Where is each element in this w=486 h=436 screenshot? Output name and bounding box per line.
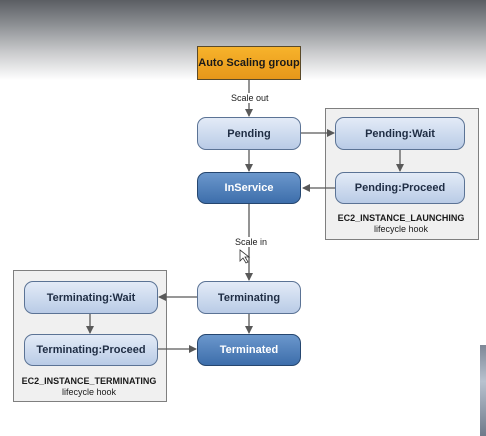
launching-hook-name: EC2_INSTANCE_LAUNCHING: [337, 213, 465, 223]
cursor-icon: [239, 249, 251, 264]
auto-scaling-group-node: Auto Scaling group: [197, 46, 301, 80]
terminating-hook-label: EC2_INSTANCE_TERMINATING lifecycle hook: [16, 376, 162, 398]
launching-hook-caption: lifecycle hook: [373, 224, 429, 234]
scale-out-label: Scale out: [229, 93, 271, 103]
terminating-node: Terminating: [197, 281, 301, 314]
inservice-node: InService: [197, 172, 301, 204]
terminated-node: Terminated: [197, 334, 301, 366]
terminating-wait-node: Terminating:Wait: [24, 281, 158, 314]
pending-proceed-node: Pending:Proceed: [335, 172, 465, 204]
pending-wait-node: Pending:Wait: [335, 117, 465, 150]
terminating-proceed-node: Terminating:Proceed: [24, 334, 158, 366]
launching-hook-label: EC2_INSTANCE_LAUNCHING lifecycle hook: [328, 213, 474, 235]
pending-node: Pending: [197, 117, 301, 150]
terminating-hook-name: EC2_INSTANCE_TERMINATING: [21, 376, 157, 386]
terminating-hook-caption: lifecycle hook: [61, 387, 117, 397]
side-edge-strip: [480, 345, 486, 436]
scale-in-label: Scale in: [233, 237, 270, 247]
